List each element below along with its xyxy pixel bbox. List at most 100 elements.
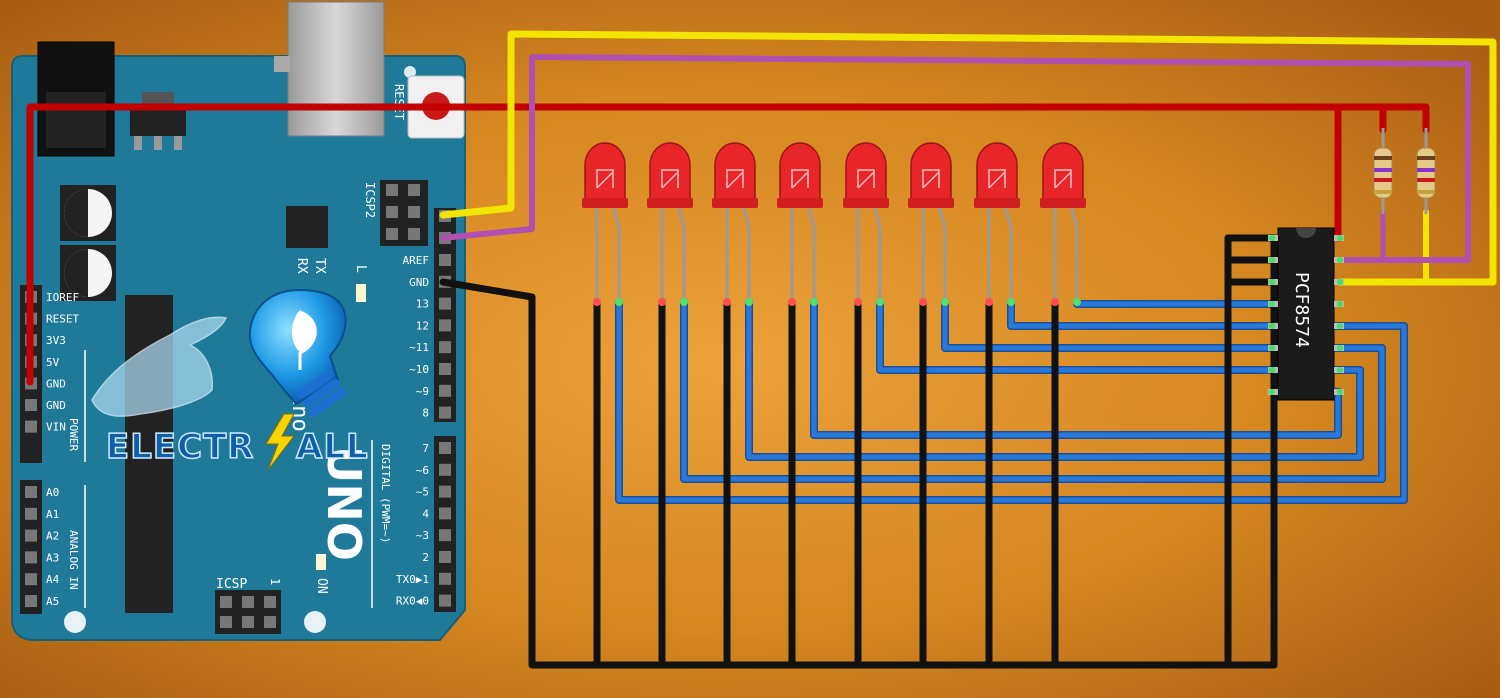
analog-pin (25, 551, 37, 564)
analog-pin (25, 573, 37, 586)
icsp-label: ICSP (216, 577, 247, 592)
chip-pin-pad (1337, 367, 1343, 373)
usb-connector (287, 1, 385, 137)
resistor-body (1416, 147, 1436, 199)
chip-pin-pad (1337, 323, 1343, 329)
l-label: L (353, 265, 368, 273)
digital-pin (439, 442, 451, 454)
led (777, 142, 823, 306)
digital-pin (439, 485, 451, 498)
pullup-resistors (1373, 128, 1436, 214)
resistor-band (1374, 156, 1392, 160)
wire-led-signal (746, 299, 1363, 460)
power-pin-label: GND (46, 399, 66, 412)
led-anode-pad (810, 298, 818, 306)
led-body (584, 142, 626, 206)
led-anode-leg (1003, 204, 1013, 302)
digital-pin-label: ~3 (416, 529, 429, 542)
led-anode-leg (937, 204, 947, 302)
chip-label: PCF8574 (1291, 272, 1312, 348)
led (712, 142, 758, 306)
top-header-pin (439, 341, 451, 354)
led-array (582, 142, 1086, 306)
digital-pin-label: TX0▶1 (396, 573, 429, 586)
led-anode-pad (680, 298, 688, 306)
led-cathode-pad (1051, 298, 1059, 306)
led (974, 142, 1020, 306)
leaf-icon (292, 310, 317, 370)
digital-pin (439, 507, 451, 520)
top-header-pin-label: 12 (416, 319, 429, 332)
led-cathode-pad (985, 298, 993, 306)
led-anode-leg (806, 204, 816, 302)
led-body (845, 142, 887, 206)
led-die (791, 169, 809, 189)
led (1040, 142, 1086, 306)
digital-section-label: DIGITAL (PWM=~) (379, 444, 392, 543)
wire-led-signal (1008, 299, 1281, 329)
pullup-resistor (1416, 128, 1436, 214)
bulb-base (296, 369, 347, 417)
digital-pin (439, 572, 451, 585)
pullup-resistor (1373, 128, 1393, 214)
digital-pin (439, 529, 451, 542)
digital-pin-label: ~5 (416, 486, 429, 499)
led-anode-leg (676, 204, 686, 302)
capacitor-mark (64, 249, 88, 297)
resistor-band (1417, 178, 1435, 182)
wire-led-signal (942, 299, 1281, 351)
power-pin (25, 399, 37, 411)
mount-hole (404, 66, 416, 78)
led-anode-pad (876, 298, 884, 306)
analog-pin (25, 486, 37, 498)
arduino-board: RESET ICSP2 TX RX L ON UNO ino ICSP 1 PO… (11, 1, 466, 641)
digital-pin-label: 2 (422, 551, 429, 564)
led-anode-pad (615, 298, 623, 306)
led-rim (843, 198, 889, 208)
led-rim (1040, 198, 1086, 208)
led-cathode-pad (919, 298, 927, 306)
digital-pin-label: 7 (422, 442, 429, 455)
l-led (356, 284, 366, 302)
chip-pin-pad (1269, 345, 1275, 351)
analog-pin-label: A3 (46, 551, 59, 564)
digital-pin (439, 594, 451, 607)
top-header-pin-label: AREF (403, 254, 430, 267)
mount-hole (304, 611, 326, 633)
led-die (988, 169, 1006, 189)
analog-pin (25, 507, 37, 520)
chip-pin-pad (1269, 279, 1275, 285)
icsp-header (215, 590, 281, 634)
top-header-pin-label: ~9 (416, 385, 429, 398)
led-cathode-pad (854, 298, 862, 306)
logo-text-left: ELECTR (106, 427, 254, 467)
wires (26, 30, 1497, 669)
led-rim (647, 198, 693, 208)
led-cathode-pad (788, 298, 796, 306)
power-pin-label: RESET (46, 313, 79, 326)
logo-text-right: ALL (296, 427, 369, 467)
led-anode-pad (745, 298, 753, 306)
wire-scl (439, 30, 1497, 286)
mount-hole (64, 611, 86, 633)
top-header-pin (439, 319, 451, 332)
chip-pin-pad (1337, 301, 1343, 307)
regulator-tab (142, 92, 174, 106)
led-anode-leg (872, 204, 882, 302)
chip-pin-pad (1269, 301, 1275, 307)
analog-pin-label: A5 (46, 595, 59, 608)
dc-jack-inner (46, 92, 106, 148)
power-pin (25, 420, 37, 433)
led-rim (974, 198, 1020, 208)
on-label: ON (314, 578, 329, 594)
digital-pin-label: ~6 (416, 464, 429, 477)
icsp2-header (380, 180, 428, 246)
led-rim (908, 198, 954, 208)
reset-label: RESET (392, 84, 406, 120)
analog-header (20, 480, 42, 614)
resistor-band (1374, 178, 1392, 182)
wire-led-signal (616, 299, 1407, 503)
led-die (1054, 169, 1072, 189)
analog-section-label: ANALOG IN (67, 530, 80, 590)
